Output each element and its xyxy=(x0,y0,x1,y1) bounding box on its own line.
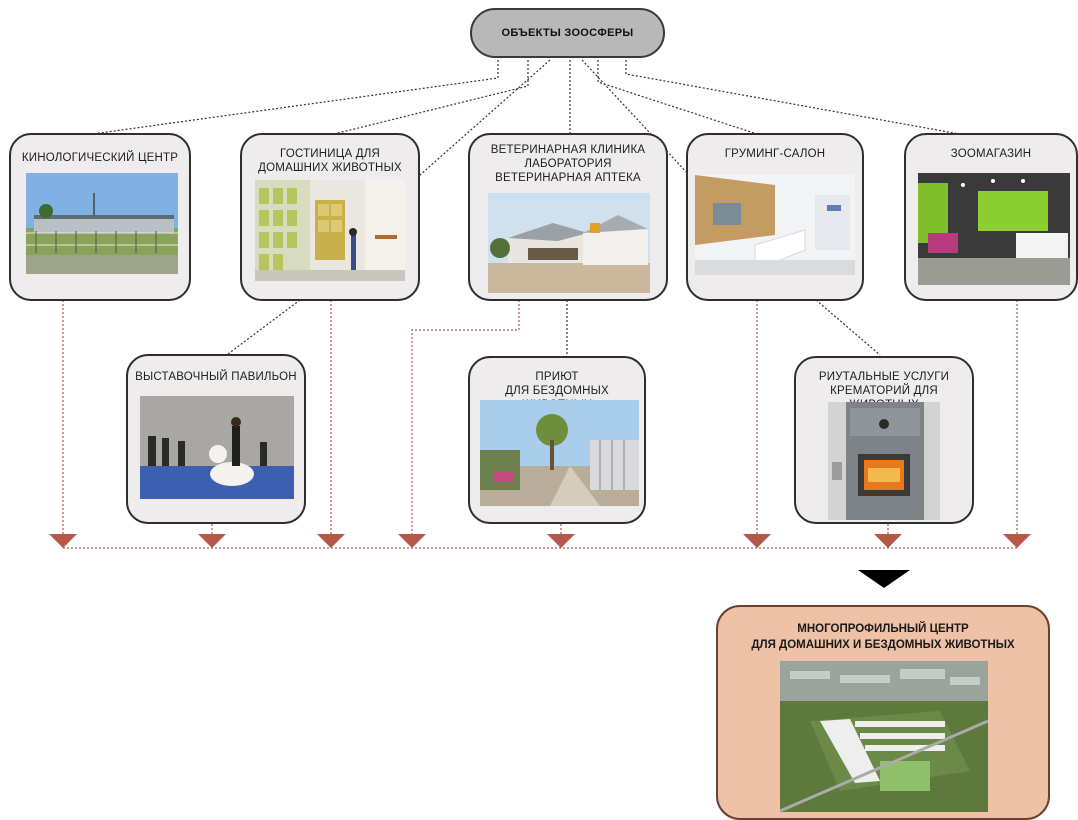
hotel-photo xyxy=(255,180,405,281)
arrowhead-ritual xyxy=(874,534,902,548)
node-shelter: ПРИЮТ ДЛЯ БЕЗДОМНЫХ ЖИВОТНЫХ xyxy=(468,356,646,524)
arrowhead-shelter xyxy=(547,534,575,548)
arrowhead-pavilion xyxy=(198,534,226,548)
result-multiprofile-center: МНОГОПРОФИЛЬНЫЙ ЦЕНТР ДЛЯ ДОМАШНИХ И БЕЗ… xyxy=(716,605,1050,820)
shelter-photo xyxy=(480,400,639,506)
arrowhead-vet xyxy=(398,534,426,548)
node-hotel-label: ГОСТИНИЦА ДЛЯ ДОМАШНИХ ЖИВОТНЫХ xyxy=(258,148,402,174)
arrowhead-hotel xyxy=(317,534,345,548)
root-label: ОБЪЕКТЫ ЗООСФЕРЫ xyxy=(501,27,634,39)
ritual-photo xyxy=(828,402,940,520)
connector-root-grooming-b xyxy=(597,60,761,136)
node-pet-hotel: ГОСТИНИЦА ДЛЯ ДОМАШНИХ ЖИВОТНЫХ xyxy=(240,133,420,301)
connector-root-hotel-side xyxy=(402,59,551,191)
connector-grooming-ritual xyxy=(815,299,881,356)
vet-photo xyxy=(488,193,650,293)
big-down-arrow xyxy=(858,570,910,588)
grooming-photo xyxy=(695,175,855,275)
arrowhead-grooming xyxy=(743,534,771,548)
result-label: МНОГОПРОФИЛЬНЫЙ ЦЕНТР ДЛЯ ДОМАШНИХ И БЕЗ… xyxy=(751,623,1015,651)
node-ritual-services: РИУТАЛЬНЫЕ УСЛУГИ КРЕМАТОРИЙ ДЛЯ ЖИВОТНЫ… xyxy=(794,356,974,524)
connector-root-grooming xyxy=(581,59,691,177)
connector-root-petshop xyxy=(625,60,966,136)
node-exhibition-pavilion: ВЫСТАВОЧНЫЙ ПАВИЛЬОН xyxy=(126,354,306,524)
result-photo xyxy=(780,661,988,812)
arrowhead-kennel xyxy=(49,534,77,548)
node-pet-shop: ЗООМАГАЗИН xyxy=(904,133,1078,301)
arrowhead-petshop xyxy=(1003,534,1031,548)
node-grooming-salon: ГРУМИНГ-САЛОН xyxy=(686,133,864,301)
connector-root-hotel xyxy=(329,60,529,136)
pavilion-photo xyxy=(140,396,294,499)
connector-root-kennel xyxy=(84,60,499,136)
node-pavilion-label: ВЫСТАВОЧНЫЙ ПАВИЛЬОН xyxy=(135,371,297,383)
node-kennel-label: КИНОЛОГИЧЕСКИЙ ЦЕНТР xyxy=(21,152,179,164)
node-vet-clinic: ВЕТЕРИНАРНАЯ КЛИНИКА ЛАБОРАТОРИЯ ВЕТЕРИН… xyxy=(468,133,668,301)
root-node: ОБЪЕКТЫ ЗООСФЕРЫ xyxy=(470,8,665,58)
node-petshop-label: ЗООМАГАЗИН xyxy=(950,148,1032,160)
petshop-photo xyxy=(918,173,1070,285)
node-vet-label: ВЕТЕРИНАРНАЯ КЛИНИКА ЛАБОРАТОРИЯ ВЕТЕРИН… xyxy=(490,144,646,184)
connector-hotel-pavilion xyxy=(227,299,301,355)
node-kennel-center: КИНОЛОГИЧЕСКИЙ ЦЕНТР xyxy=(9,133,191,301)
kennel-photo xyxy=(26,173,178,274)
node-grooming-label: ГРУМИНГ-САЛОН xyxy=(724,148,826,160)
